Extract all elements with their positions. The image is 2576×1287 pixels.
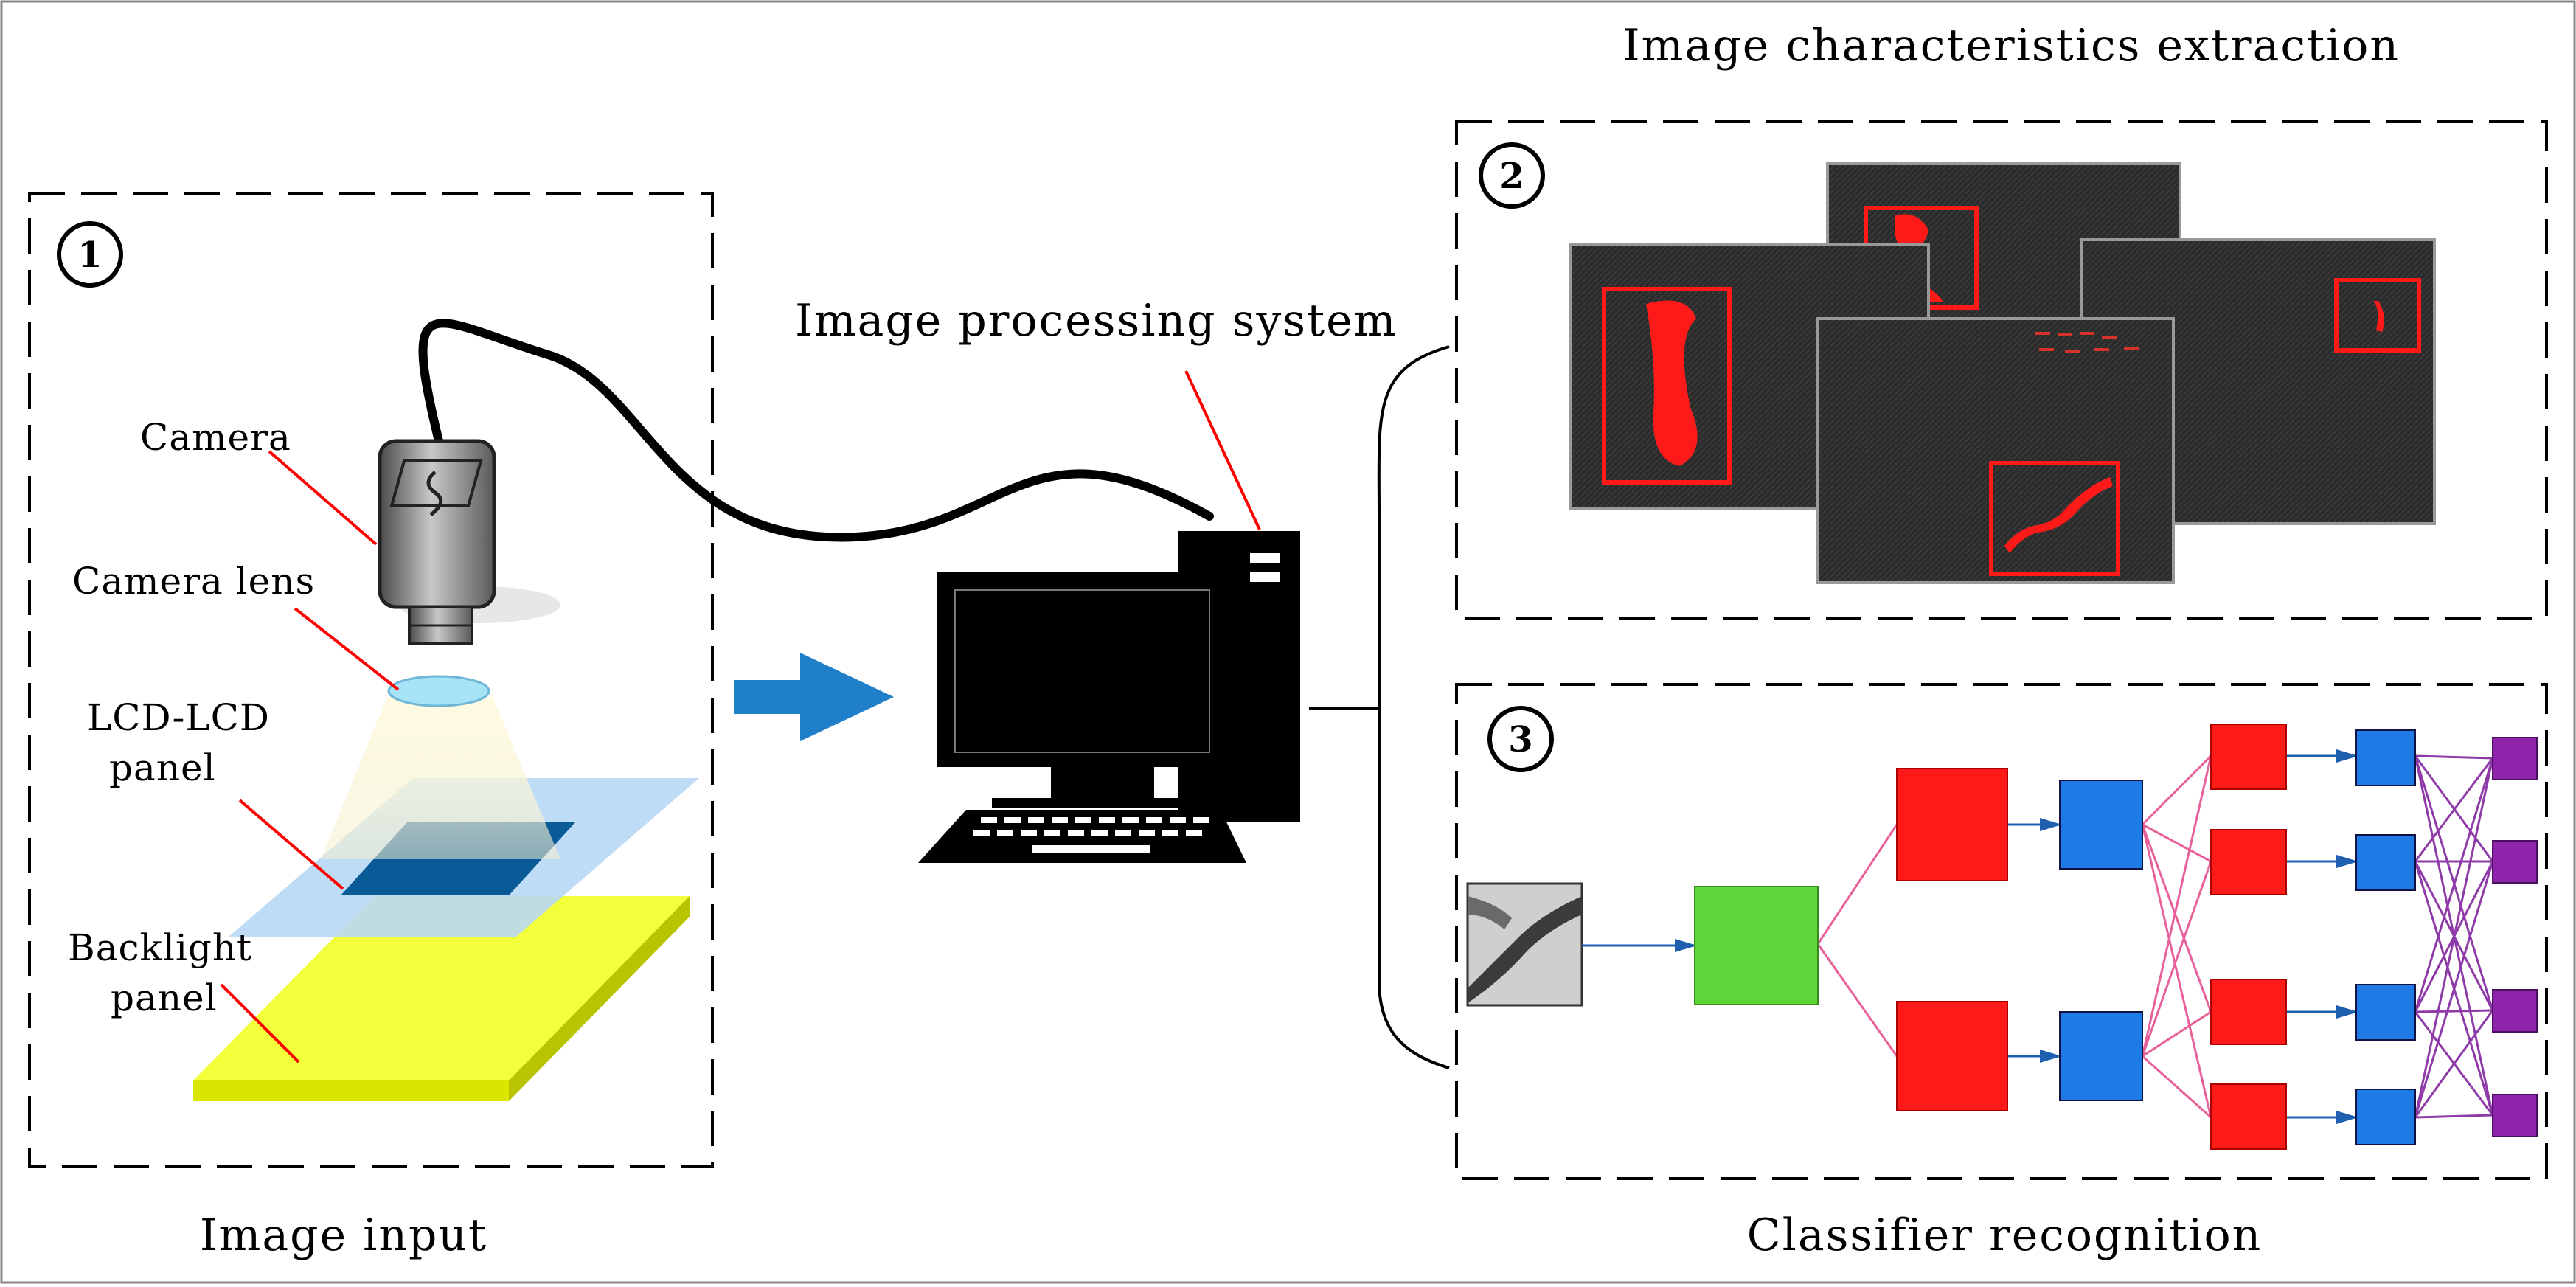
camera-label: Camera <box>140 416 291 459</box>
image-processing-system-label: Image processing system <box>795 295 1398 347</box>
network-edges <box>1582 749 2494 1124</box>
camera-lens-icon <box>387 675 490 707</box>
defect-image-stack <box>1569 162 2436 584</box>
blue-node-large <box>2059 780 2143 870</box>
blue-node-small <box>2355 834 2416 891</box>
step-3-badge: 3 <box>1487 706 1554 772</box>
red-node-small <box>2210 1083 2287 1150</box>
red-node-small <box>2210 979 2287 1045</box>
camera-cable <box>418 319 1214 542</box>
brace <box>1377 345 1450 1069</box>
classifier-recognition-title: Classifier recognition <box>1747 1210 2263 1261</box>
output-node <box>2492 1094 2538 1137</box>
svg-text:1: 1 <box>77 235 102 276</box>
image-characteristics-extraction-title: Image characteristics extraction <box>1622 20 2400 72</box>
computer-icon <box>918 531 1300 863</box>
leader-lines-input <box>220 450 400 1064</box>
red-node-large <box>1896 1001 2008 1111</box>
arrow-right-icon <box>734 653 894 741</box>
blue-node-small <box>2355 729 2416 786</box>
blue-node-large <box>2059 1011 2143 1101</box>
light-beam <box>321 697 560 859</box>
red-node-small <box>2210 829 2287 895</box>
svg-text:2: 2 <box>1499 156 1524 197</box>
red-node-large <box>1896 768 2008 881</box>
blue-node-small <box>2355 1089 2416 1145</box>
blue-node-small <box>2355 984 2416 1041</box>
backlight-label-line1: Backlight <box>68 926 252 969</box>
step-2-badge: 2 <box>1479 142 1545 209</box>
leader-line-system <box>1184 370 1261 530</box>
image-input-frame <box>28 192 714 1168</box>
network-nodes <box>1694 724 2538 1150</box>
lcd-label-line1: LCD-LCD <box>87 696 270 739</box>
input-defect-thumbnail <box>1466 882 1583 1007</box>
step-1-badge: 1 <box>57 221 123 288</box>
camera-icon <box>378 439 560 645</box>
backlight-panel <box>193 896 690 1101</box>
green-node <box>1694 886 1819 1005</box>
classifier-frame <box>1455 683 2548 1180</box>
output-node <box>2492 737 2538 780</box>
image-input-title: Image input <box>200 1210 487 1261</box>
backlight-label-line2: panel <box>111 976 218 1019</box>
output-node <box>2492 840 2538 884</box>
svg-text:3: 3 <box>1508 719 1532 760</box>
lcd-label-line2: panel <box>109 746 216 789</box>
output-node <box>2492 989 2538 1033</box>
feature-extraction-frame <box>1455 120 2548 620</box>
red-node-small <box>2210 724 2287 790</box>
camera-lens-label: Camera lens <box>72 560 315 603</box>
